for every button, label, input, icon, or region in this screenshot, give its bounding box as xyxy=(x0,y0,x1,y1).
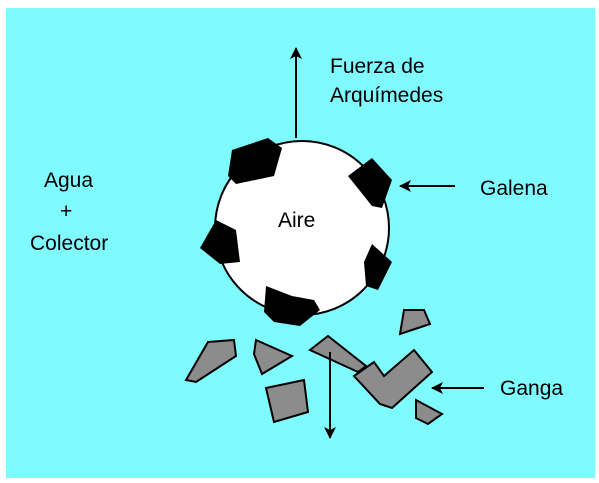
ganga-particle xyxy=(264,378,310,424)
force-label-line1: Fuerza de xyxy=(330,55,425,78)
force-label-line2: Arquímedes xyxy=(330,84,444,107)
galena-particle xyxy=(348,158,392,208)
galena-particle xyxy=(200,220,240,264)
ganga-particle xyxy=(184,338,238,384)
galena-label: Galena xyxy=(480,177,548,200)
ganga-particle xyxy=(308,334,368,374)
ganga-particle xyxy=(252,338,295,376)
medium-label-line1: Agua xyxy=(44,169,94,192)
galena-particle xyxy=(264,286,320,326)
galena-particle xyxy=(228,138,282,184)
medium-label-line2: + xyxy=(60,200,73,223)
galena-particle xyxy=(364,244,392,290)
bubble-label: Aire xyxy=(278,209,316,232)
medium-label-line3: Colector xyxy=(30,232,109,255)
ganga-particle xyxy=(398,309,432,336)
ganga-particle xyxy=(415,398,444,426)
ganga-particle xyxy=(352,348,434,410)
ganga-label: Ganga xyxy=(500,377,564,400)
